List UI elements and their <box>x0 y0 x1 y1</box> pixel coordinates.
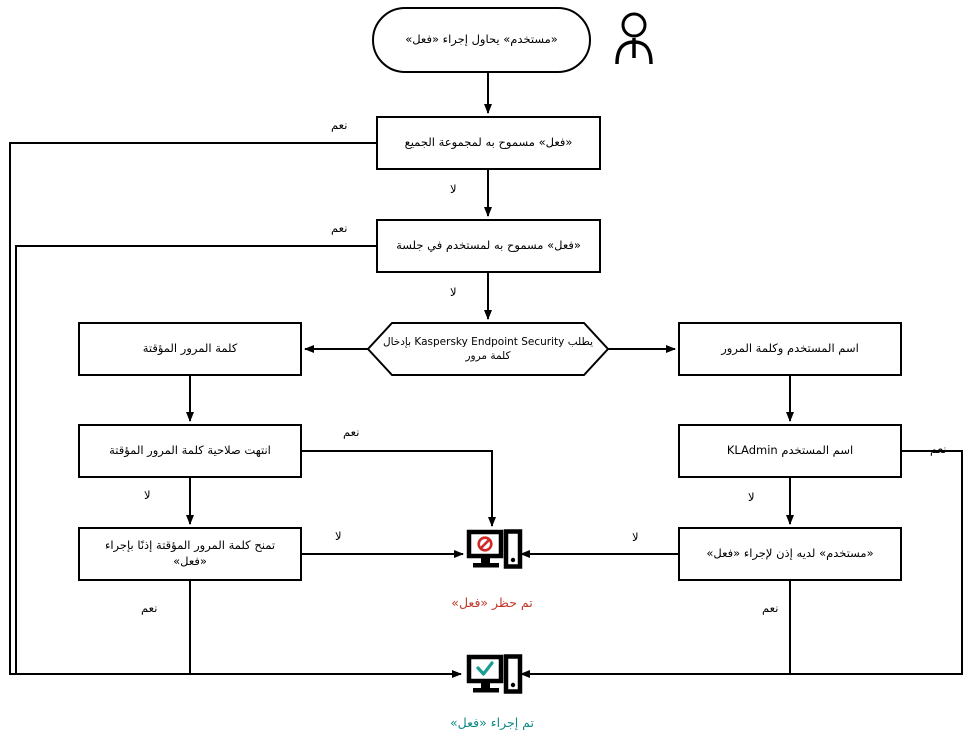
node-temporary-password-grants <box>78 527 302 581</box>
edge-label-temp-expired-no: لا <box>144 488 151 502</box>
edge-label-temp-grants-yes: نعم <box>141 601 158 615</box>
edge-session-yes-to-allowed <box>15 245 377 674</box>
edge-kladmin-yes-to-allowed <box>520 450 963 678</box>
icon-monitor-blocked <box>466 529 523 569</box>
edge-label-session-yes: نعم <box>331 221 348 235</box>
edge-label-session-no: لا <box>450 285 457 299</box>
edge-label-temp-grants-no: لا <box>335 529 342 543</box>
edge-label-everyone-yes: نعم <box>331 118 348 132</box>
node-user-has-permission <box>678 527 902 581</box>
node-username-kladmin <box>678 424 902 478</box>
node-temporary-password <box>78 322 302 376</box>
edge-expired-yes-to-blocked <box>301 450 496 527</box>
edge-label-user-perm-no: لا <box>632 530 639 544</box>
icon-monitor-check <box>466 654 523 694</box>
caption-action-blocked: تم حظر «فعل» <box>451 595 533 610</box>
node-temporary-password-expired <box>78 424 302 478</box>
edge-label-kladmin-no: لا <box>748 490 755 504</box>
node-username-and-password <box>678 322 902 376</box>
edge-label-kladmin-yes: نعم <box>930 442 947 456</box>
person-icon <box>615 12 653 65</box>
node-action-allowed-everyone <box>376 116 601 170</box>
edge-label-temp-expired-yes: نعم <box>343 425 360 439</box>
node-kes-password-prompt <box>366 322 610 376</box>
edge-everyone-yes-to-allowed <box>9 142 462 678</box>
node-start <box>372 7 591 73</box>
edge-label-everyone-no: لا <box>450 182 457 196</box>
caption-action-allowed: تم إجراء «فعل» <box>450 715 534 730</box>
edge-label-user-perm-yes: نعم <box>762 601 779 615</box>
node-action-allowed-session <box>376 219 601 273</box>
